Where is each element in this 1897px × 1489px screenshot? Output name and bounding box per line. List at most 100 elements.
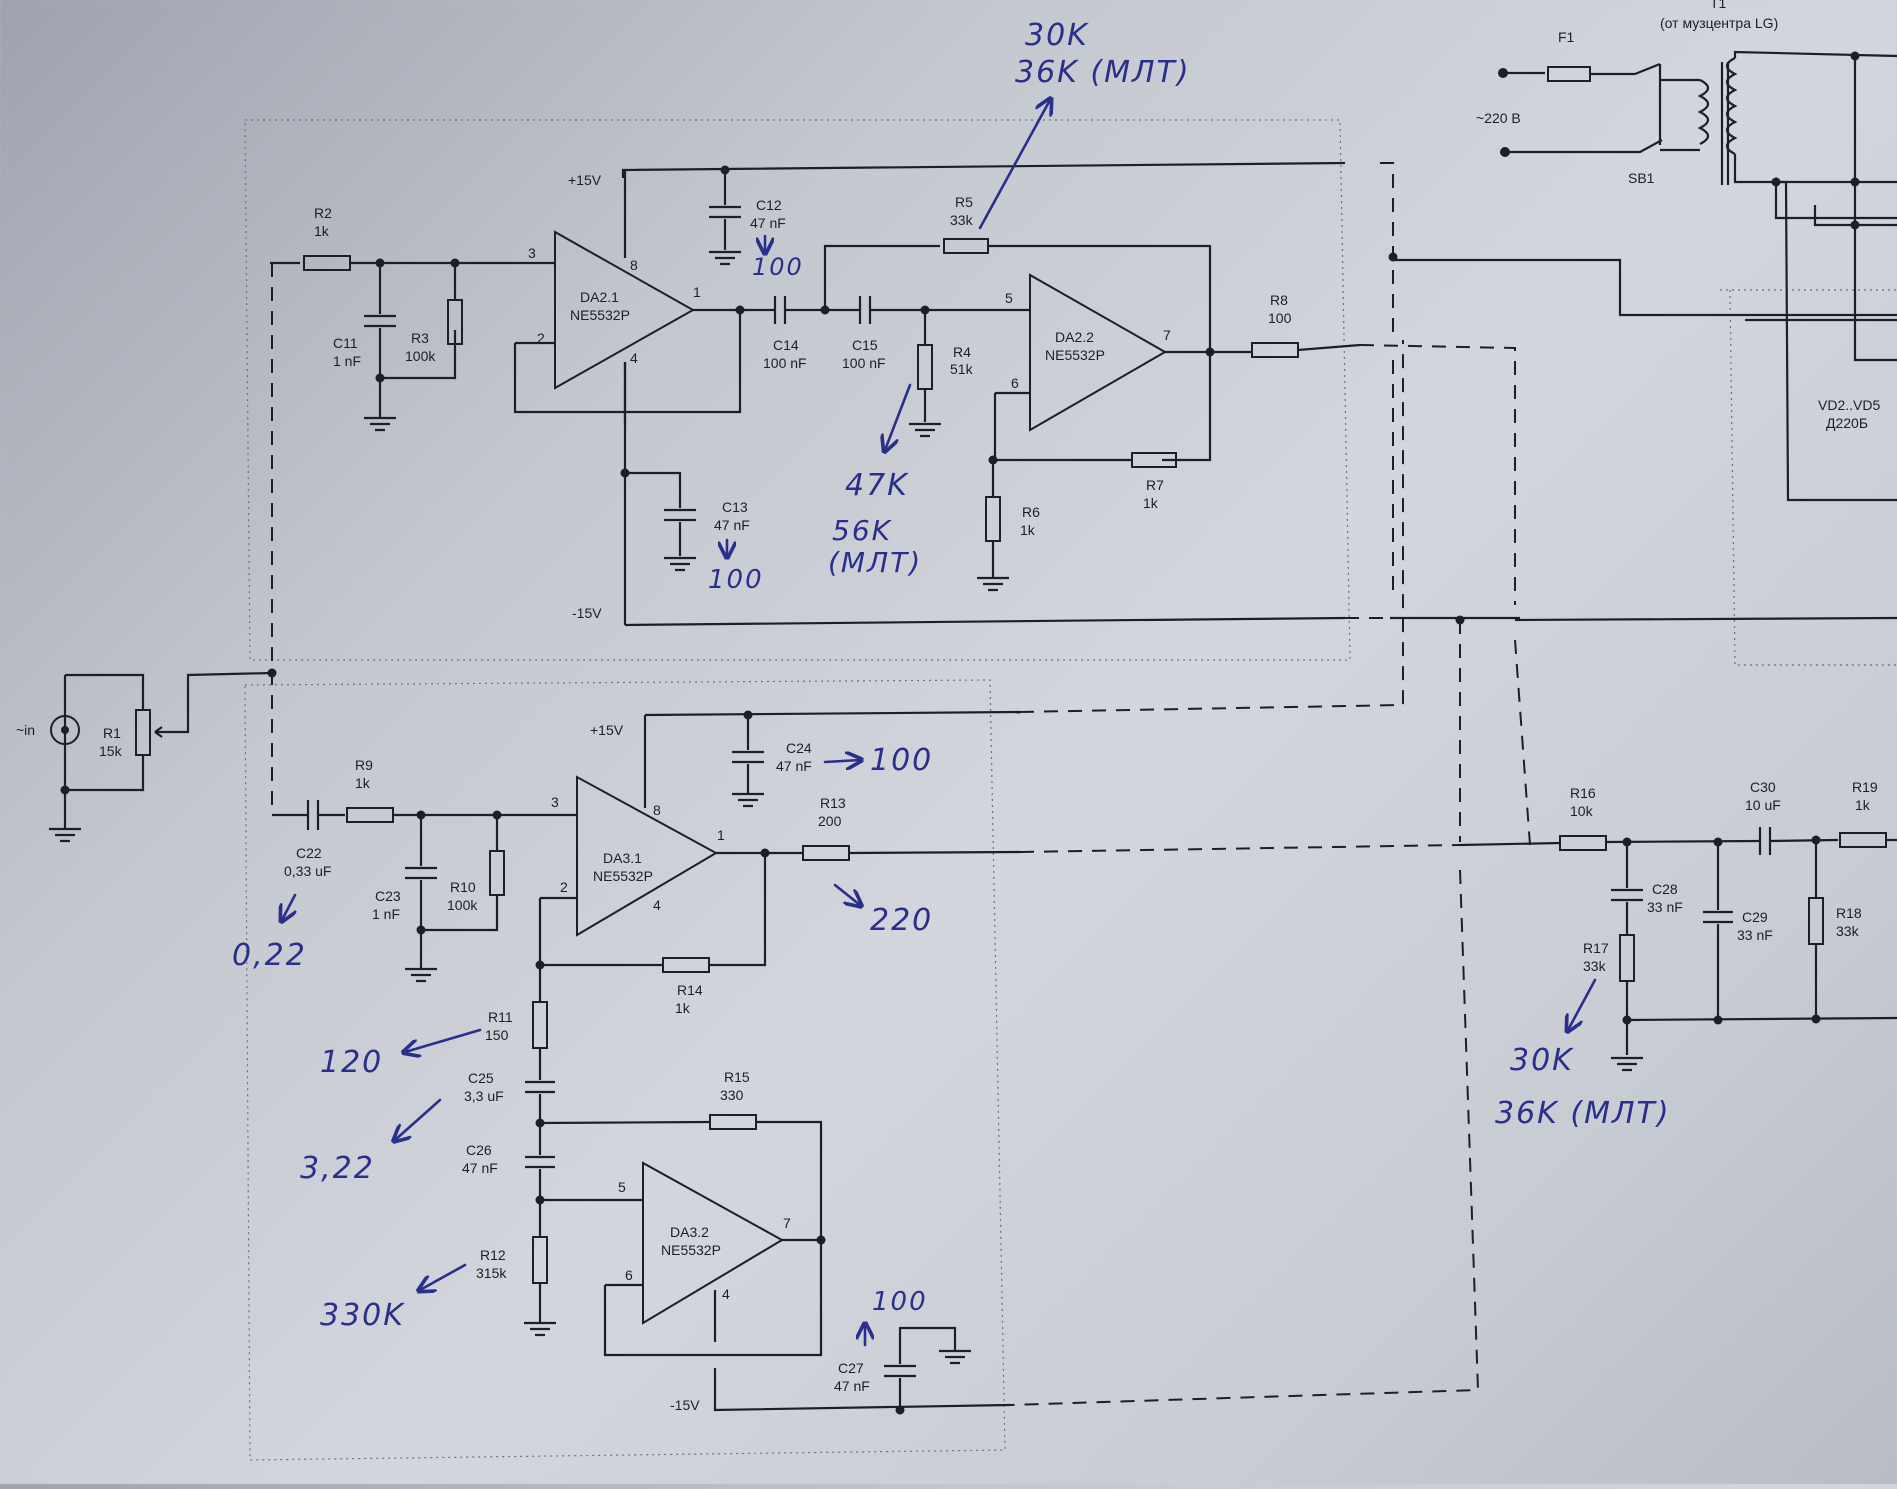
label-r8-ref: R8 bbox=[1270, 292, 1288, 308]
fuse-f1 bbox=[1547, 66, 1591, 82]
label-c29-val: 33 nF bbox=[1737, 927, 1773, 943]
resistor-r15 bbox=[709, 1114, 757, 1130]
label-input: ~in bbox=[16, 722, 35, 738]
label-c25-ref: C25 bbox=[468, 1070, 494, 1086]
label-c11-ref: C11 bbox=[333, 335, 358, 351]
note-r5-line2: 36K (МЛТ) bbox=[1015, 55, 1191, 90]
label-r3-ref: R3 bbox=[411, 330, 429, 346]
pin-da31-2: 2 bbox=[560, 879, 568, 895]
label-r8-val: 100 bbox=[1268, 310, 1292, 326]
note-c22: 0,22 bbox=[232, 938, 307, 973]
label-r13-val: 200 bbox=[818, 813, 842, 829]
note-r17-line2: 36K (МЛТ) bbox=[1495, 1096, 1671, 1131]
label-c15-ref: C15 bbox=[852, 337, 878, 353]
label-r12-val: 315k bbox=[476, 1265, 507, 1281]
label-mains: ~220 В bbox=[1476, 110, 1521, 126]
stage-da3 bbox=[272, 710, 1021, 1415]
note-r6-line1: 56K bbox=[832, 514, 893, 547]
label-r17-val: 33k bbox=[1583, 958, 1607, 974]
note-c24: 100 bbox=[870, 743, 933, 778]
opamp-da21 bbox=[554, 230, 696, 390]
label-c14-val: 100 nF bbox=[763, 355, 807, 371]
label-r10-val: 100k bbox=[447, 897, 478, 913]
resistor-r9 bbox=[346, 807, 394, 823]
label-c26-val: 47 nF bbox=[462, 1160, 498, 1176]
label-r11-val: 150 bbox=[485, 1027, 509, 1043]
label-c27-val: 47 nF bbox=[834, 1378, 870, 1394]
label-r9-ref: R9 bbox=[355, 757, 373, 773]
label-c28-ref: C28 bbox=[1652, 881, 1678, 897]
label-da31-type: NE5532P bbox=[593, 868, 653, 884]
interconnects bbox=[1009, 162, 1897, 1406]
label-c14-ref: C14 bbox=[773, 337, 799, 353]
label-da32-name: DA3.2 bbox=[670, 1224, 709, 1240]
label-r5-val: 33k bbox=[950, 212, 974, 228]
note-r13: 220 bbox=[870, 903, 933, 938]
label-f1: F1 bbox=[1558, 29, 1575, 45]
label-r16-ref: R16 bbox=[1570, 785, 1596, 801]
label-vd-type: Д220Б bbox=[1826, 415, 1868, 431]
resistor-r2 bbox=[303, 255, 351, 271]
note-r11: 120 bbox=[320, 1045, 383, 1080]
label-r12-ref: R12 bbox=[480, 1247, 506, 1263]
resistor-r10 bbox=[489, 850, 505, 896]
label-c26-ref: C26 bbox=[466, 1142, 492, 1158]
label-r19-val: 1k bbox=[1855, 797, 1871, 813]
label-supply-neg-top: -15V bbox=[572, 605, 602, 621]
resistor-r8 bbox=[1251, 342, 1299, 358]
pin-da31-1: 1 bbox=[717, 827, 725, 843]
opamp-da22 bbox=[1029, 273, 1168, 432]
note-c27: 100 bbox=[872, 1287, 928, 1317]
label-c11-val: 1 nF bbox=[333, 353, 361, 369]
resistor-r6 bbox=[985, 496, 1001, 542]
labels: +15V -15V +15V -15V R2 1k C11 1 nF R3 10… bbox=[16, 0, 1880, 1413]
resistor-r16 bbox=[1559, 835, 1607, 851]
label-r13-ref: R13 bbox=[820, 795, 846, 811]
pin-da22-7: 7 bbox=[1163, 327, 1171, 343]
label-da31-name: DA3.1 bbox=[603, 850, 642, 866]
handwritten-notes: 30K 36K (МЛТ) 100 47K 100 56K (МЛТ) 100 … bbox=[232, 18, 1671, 1347]
power-supply bbox=[1498, 50, 1897, 502]
label-r4-ref: R4 bbox=[953, 344, 971, 360]
label-c25-val: 3,3 uF bbox=[464, 1088, 504, 1104]
label-c28-val: 33 nF bbox=[1647, 899, 1683, 915]
note-r4: 47K bbox=[845, 468, 909, 503]
resistor-r14 bbox=[662, 957, 710, 973]
pin-da21-4: 4 bbox=[630, 350, 638, 366]
pin-da31-4: 4 bbox=[653, 897, 661, 913]
note-r17-line1: 30K bbox=[1510, 1043, 1574, 1078]
resistor-r19 bbox=[1839, 832, 1887, 848]
label-da22-type: NE5532P bbox=[1045, 347, 1105, 363]
label-r2-ref: R2 bbox=[314, 205, 332, 221]
label-supply-pos-bottom: +15V bbox=[590, 722, 624, 738]
label-c22-val: 0,33 uF bbox=[284, 863, 331, 879]
label-r10-ref: R10 bbox=[450, 879, 476, 895]
label-c30-ref: C30 bbox=[1750, 779, 1776, 795]
pin-da22-5: 5 bbox=[1005, 290, 1013, 306]
label-r15-val: 330 bbox=[720, 1087, 744, 1103]
pin-da32-5: 5 bbox=[618, 1179, 626, 1195]
label-r6-ref: R6 bbox=[1022, 504, 1040, 520]
note-r5-line1: 30K bbox=[1025, 18, 1089, 53]
resistor-r17 bbox=[1619, 934, 1635, 982]
label-c24-ref: C24 bbox=[786, 740, 812, 756]
resistor-r12 bbox=[532, 1236, 548, 1284]
label-r18-ref: R18 bbox=[1836, 905, 1862, 921]
label-c27-ref: C27 bbox=[838, 1360, 864, 1376]
label-r19-ref: R19 bbox=[1852, 779, 1878, 795]
label-r17-ref: R17 bbox=[1583, 940, 1609, 956]
label-r14-ref: R14 bbox=[677, 982, 703, 998]
label-c13-val: 47 nF bbox=[714, 517, 750, 533]
label-c22-ref: C22 bbox=[296, 845, 322, 861]
label-r11-ref: R11 bbox=[488, 1009, 513, 1025]
note-c25: 3,22 bbox=[300, 1151, 375, 1186]
resistor-r18 bbox=[1808, 897, 1824, 945]
label-r16-val: 10k bbox=[1570, 803, 1594, 819]
resistor-r4 bbox=[917, 344, 933, 390]
input-section bbox=[49, 263, 277, 843]
label-r7-ref: R7 bbox=[1146, 477, 1164, 493]
resistor-r11 bbox=[532, 1001, 548, 1049]
label-c12-val: 47 nF bbox=[750, 215, 786, 231]
